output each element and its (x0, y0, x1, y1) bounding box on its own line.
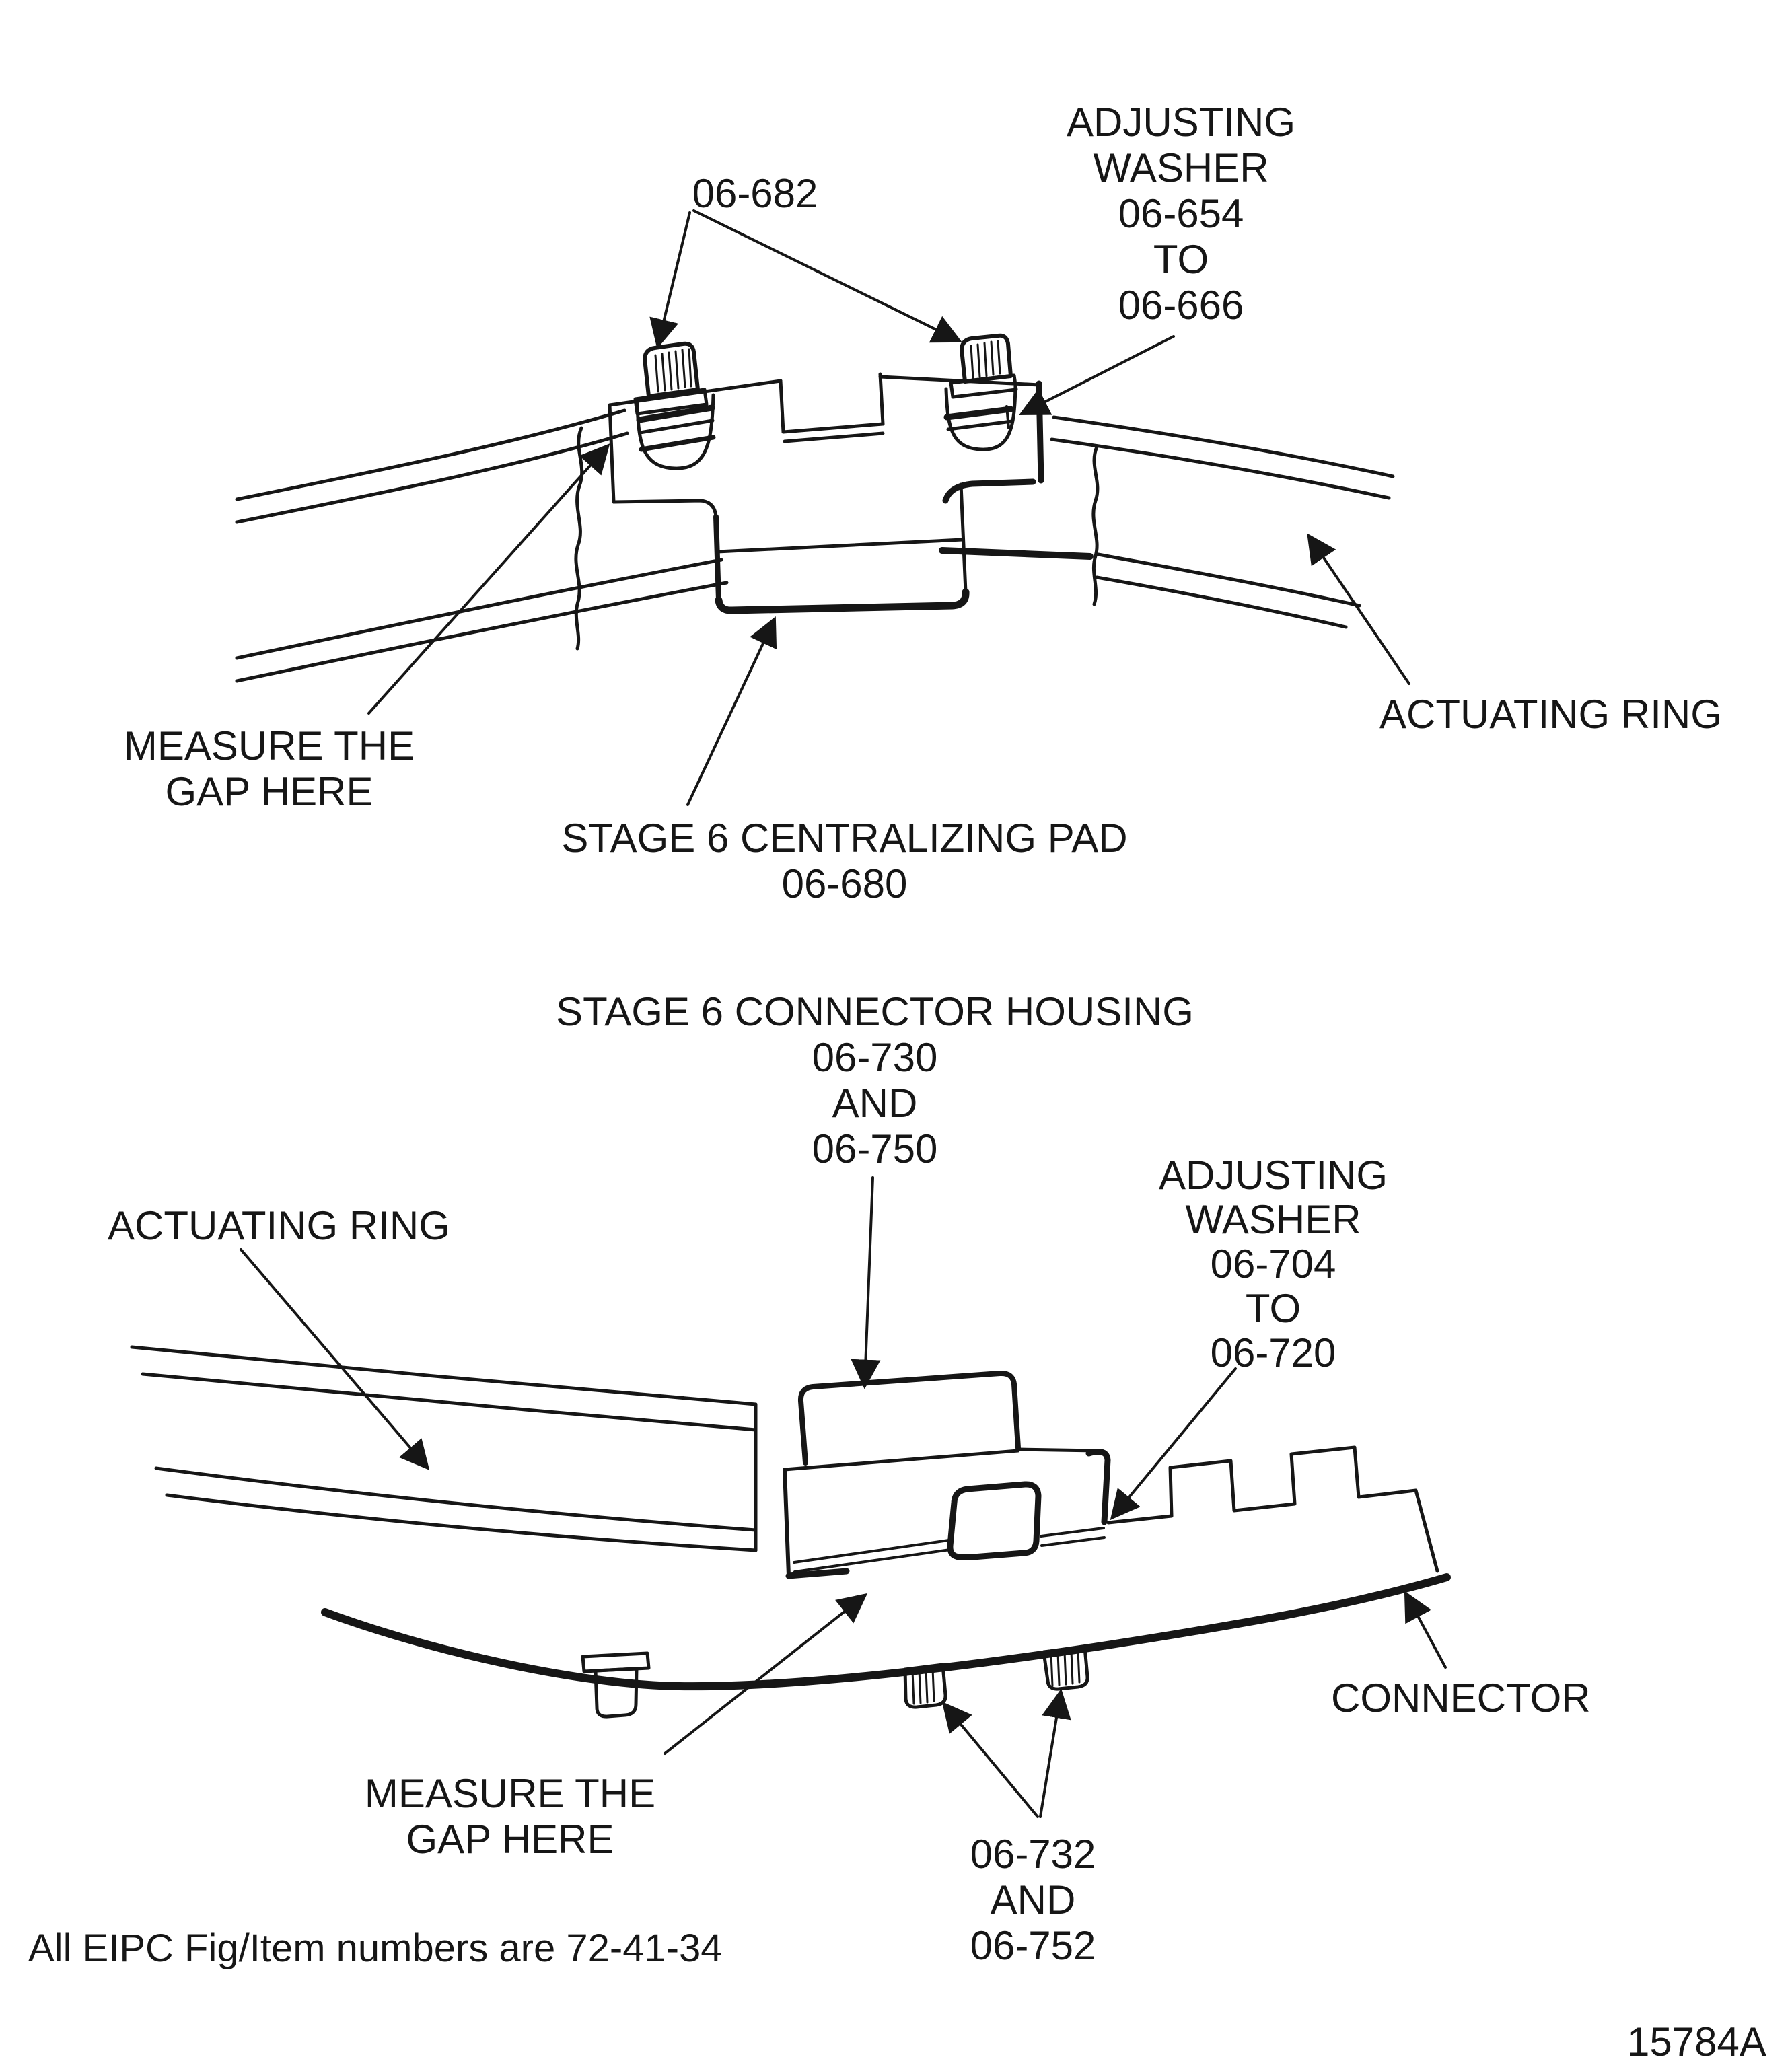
leader-stud-left (941, 1701, 1039, 1818)
right-bolt-pocket (943, 383, 1017, 451)
label-actuating-ring-bottom: ACTUATING RING (108, 1203, 450, 1248)
leader-stud-right (1039, 1688, 1071, 1818)
leader-actuating-ring (1307, 533, 1410, 685)
knurl-lines-icon (911, 1667, 935, 1705)
break-line-icon (574, 426, 584, 651)
label-measure-gap-top: MEASURE THE GAP HERE (123, 723, 415, 814)
break-line-icon (1091, 445, 1100, 606)
left-bolt-pocket (635, 393, 716, 470)
label-measure-gap-bottom: MEASURE THE GAP HERE (364, 1771, 656, 1862)
connector-body (321, 1573, 1451, 1719)
knurl-lines-icon (1050, 1649, 1081, 1687)
leader-bolts-left (649, 211, 691, 349)
figure-number: 15784A (1627, 2019, 1766, 2061)
label-connector: CONNECTOR (1331, 1675, 1591, 1721)
knurl-lines-icon (970, 340, 1001, 379)
leader-adjusting-washer (1019, 335, 1175, 415)
leader-measure-gap (367, 443, 610, 715)
right-bolt (949, 333, 1018, 399)
leader-adjusting-washer (1110, 1367, 1237, 1521)
top-diagram (235, 209, 1410, 806)
actuating-ring-right (939, 415, 1395, 629)
left-bolt (633, 341, 709, 416)
bottom-leader-lines (240, 1176, 1447, 1818)
label-adjusting-washer-bottom: ADJUSTING WASHER 06-704 TO 06-720 (1158, 1153, 1388, 1375)
knurl-lines-icon (654, 348, 692, 393)
label-studs-06-732: 06-732 AND 06-752 (970, 1832, 1096, 1968)
eipc-note: All EIPC Fig/Item numbers are 72-41-34 (28, 1926, 723, 1970)
stud-right (1042, 1645, 1089, 1691)
castellated-rack (1106, 1445, 1439, 1573)
label-actuating-ring-top: ACTUATING RING (1379, 692, 1722, 737)
label-adjusting-washer-top: ADJUSTING WASHER 06-654 TO 06-666 (1066, 100, 1296, 328)
label-bolts-06-682: 06-682 (692, 171, 818, 216)
label-connector-housing: STAGE 6 CONNECTOR HOUSING 06-730 AND 06-… (556, 989, 1194, 1171)
leader-actuating-ring (240, 1248, 430, 1471)
top-leader-lines (367, 209, 1410, 806)
leader-connector (1404, 1591, 1447, 1669)
stud-left (903, 1663, 947, 1709)
leader-connector-housing (851, 1176, 881, 1389)
bottom-diagram (130, 1176, 1451, 1818)
actuating-ring-left (235, 408, 729, 683)
housing-pad (947, 1481, 1042, 1560)
actuating-ring-band (130, 1345, 758, 1552)
connector-housing-body (783, 1370, 1111, 1579)
label-centralizing-pad: STAGE 6 CENTRALIZING PAD 06-680 (561, 816, 1128, 906)
leader-centralizing-pad (686, 616, 777, 806)
leader-bolts-right (692, 209, 962, 343)
leader-measure-gap (664, 1593, 868, 1755)
